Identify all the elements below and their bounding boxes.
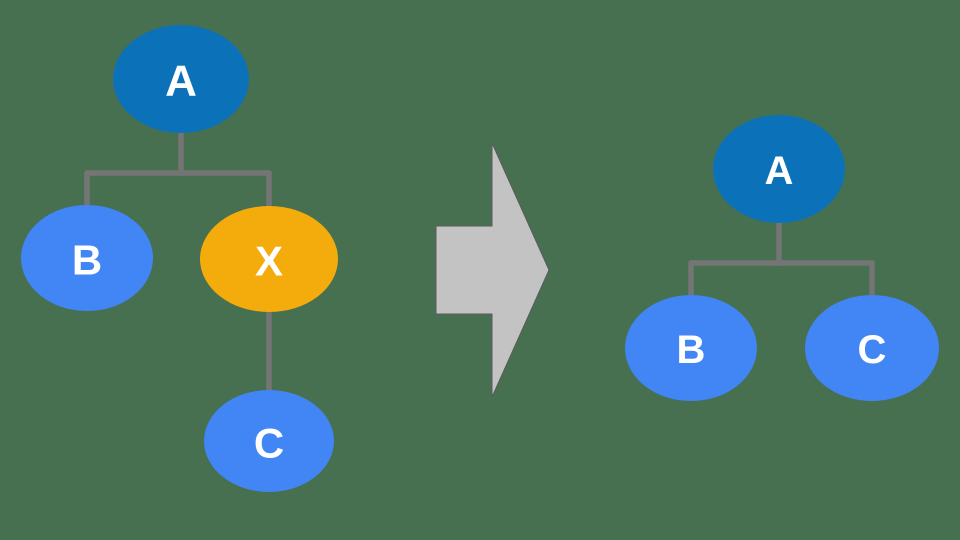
result-node-b-label: B	[677, 328, 706, 372]
result-tree-node-c[interactable]: C	[805, 295, 939, 401]
node-a-label: A	[165, 57, 197, 106]
tree-node-a[interactable]: A	[113, 25, 249, 133]
node-x-shape[interactable]	[200, 206, 338, 312]
node-a-shape[interactable]	[113, 25, 249, 133]
node-b-label: B	[72, 237, 102, 284]
node-x-label: X	[255, 238, 283, 285]
result-node-c-shape[interactable]	[805, 295, 939, 401]
before-tree: A B X C	[21, 25, 338, 492]
tree-node-b[interactable]: B	[21, 205, 153, 311]
right-arrow-icon	[435, 142, 550, 398]
result-node-a-label: A	[765, 149, 794, 193]
tree-node-c[interactable]: C	[204, 390, 334, 492]
node-c-label: C	[254, 420, 284, 467]
result-tree-node-a[interactable]: A	[713, 115, 845, 223]
result-node-c-label: C	[858, 328, 887, 372]
result-node-a-shape[interactable]	[713, 115, 845, 223]
result-node-b-shape[interactable]	[625, 295, 757, 401]
result-tree-node-b[interactable]: B	[625, 295, 757, 401]
node-c-shape[interactable]	[204, 390, 334, 492]
after-tree: A B C	[625, 115, 939, 401]
before-tree-edges	[84, 126, 272, 397]
transform-arrow	[435, 142, 550, 398]
tree-node-x-highlighted[interactable]: X	[200, 206, 338, 312]
node-b-shape[interactable]	[21, 205, 153, 311]
after-tree-edges	[688, 216, 875, 304]
